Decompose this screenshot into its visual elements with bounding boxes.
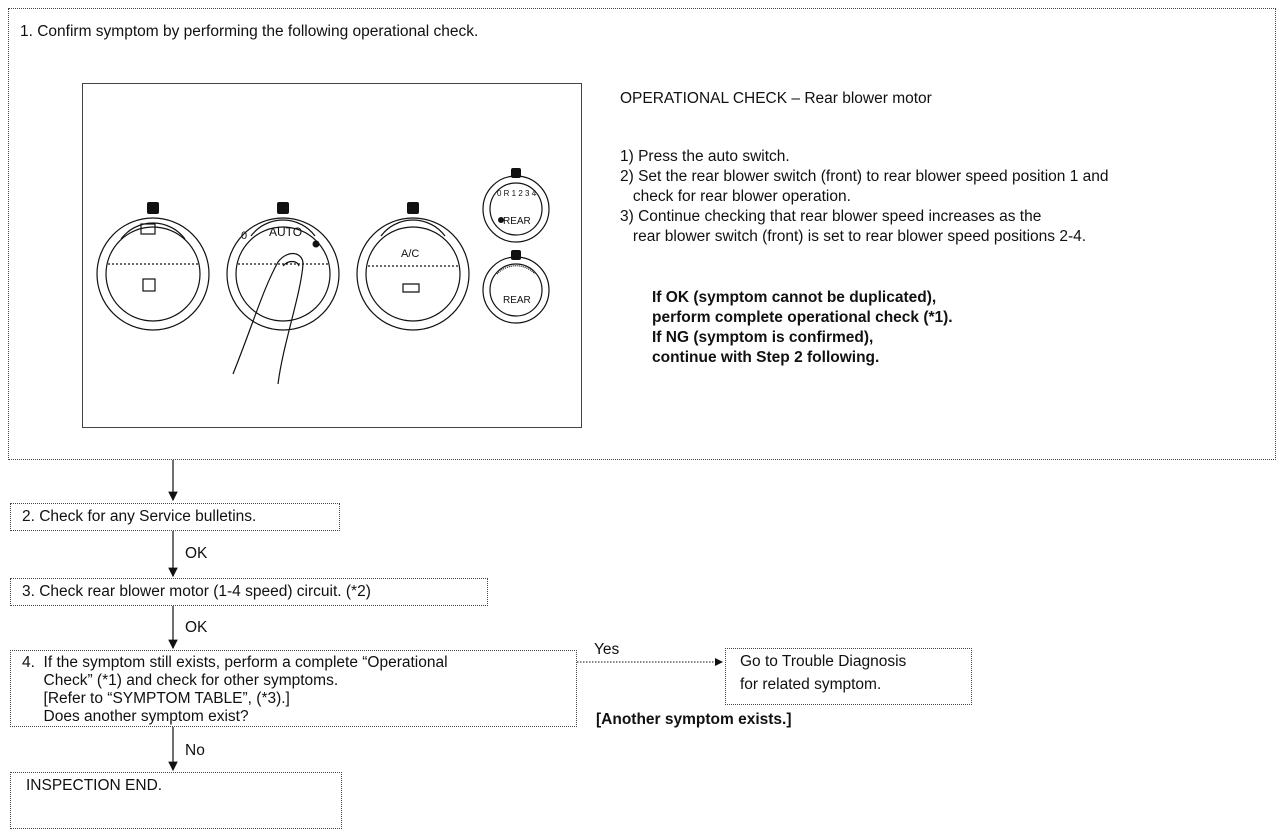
inspection-end-box [10,772,342,829]
panel-label-zero: 0 [241,230,248,242]
op-step-1: 1) Press the auto switch. [620,148,790,165]
op-step-3: 3) Continue checking that rear blower sp… [620,208,1087,245]
step2-box [10,503,340,531]
panel-label-rear-scale: 0 R 1 2 3 4 [497,189,537,198]
step4-line-3: [Refer to “SYMPTOM TABLE”, (*3).] [22,690,290,707]
step4-line-1: 4. If the symptom still exists, perform … [22,654,448,671]
control-panel-figure: 0 AUTO A/C 0 R 1 2 3 4 REAR REAR [82,83,582,428]
step1-text: 1. Confirm symptom by performing the fol… [20,23,479,40]
result-line-4: continue with Step 2 following. [652,349,880,366]
result-line-1: If OK (symptom cannot be duplicated), [652,289,937,306]
panel-label-rear-bottom: REAR [503,295,531,306]
step3-text: 3. Check rear blower motor (1-4 speed) c… [22,583,371,600]
step4-box [10,650,577,727]
step4-line-4: Does another symptom exist? [22,708,249,725]
goto-line-1: Go to Trouble Diagnosis [740,653,907,670]
control-panel-illustration [96,168,550,385]
panel-label-ac: A/C [401,248,420,260]
another-symptom-label: [Another symptom exists.] [596,711,792,728]
goto-box [725,648,972,705]
op-check-title: OPERATIONAL CHECK – Rear blower motor [620,90,932,107]
result-line-3: If NG (symptom is confirmed), [652,329,874,346]
goto-line-2: for related symptom. [740,676,882,693]
inspection-end-text: INSPECTION END. [26,777,163,794]
op-step-2: 2) Set the rear blower switch (front) to… [620,168,1109,205]
ok-label-1: OK [185,545,208,562]
panel-label-auto: AUTO [269,225,303,239]
ok-label-2: OK [185,619,208,636]
yes-label: Yes [594,641,620,658]
result-line-2: perform complete operational check (*1). [652,309,953,326]
step4-line-2: Check” (*1) and check for other symptoms… [22,672,339,689]
no-label: No [185,742,205,759]
step3-box [10,578,488,606]
step2-text: 2. Check for any Service bulletins. [22,508,257,525]
panel-label-rear-top: REAR [503,216,531,227]
